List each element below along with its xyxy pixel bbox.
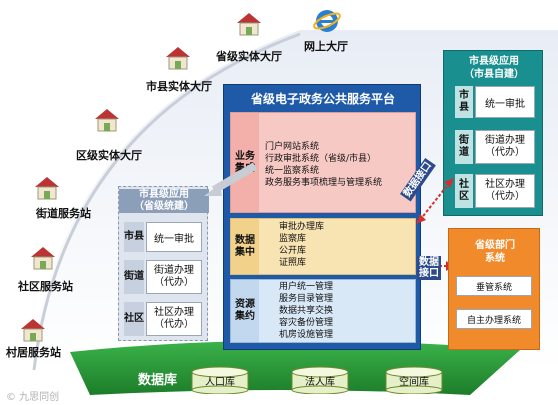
house-icon: [236, 12, 262, 36]
left-row-value: 街道办理 （代办）: [146, 260, 202, 294]
data-concentration-label: 数据集中: [231, 219, 259, 274]
left-row-label: 社区: [124, 302, 144, 336]
house-icon: [30, 246, 56, 270]
provincial-departments-title: 省级部门 系统: [475, 240, 515, 264]
database-cylinder: [191, 366, 249, 394]
resource-intensive-label: 资源集约: [231, 280, 259, 342]
system-item: 统一监察系统: [265, 166, 320, 176]
database-item: 审批办理库: [279, 222, 325, 232]
left-row-label: 市县: [124, 222, 144, 252]
system-item: 政务服务事项梳理与管理系统: [265, 178, 383, 188]
house-icon: [34, 176, 60, 200]
left-row-value: 社区办理 （代办）: [146, 302, 202, 336]
watermark: © 九思同创: [6, 392, 60, 403]
department-system: 自主办理系统: [456, 309, 532, 329]
department-system: 垂管系统: [456, 276, 532, 296]
resource-item: 容灾备份管理: [279, 318, 334, 328]
right-row-label: 市县: [455, 86, 473, 118]
house-icon: [20, 318, 46, 342]
data-concentration-items: 审批办理库 监察库 公开库 证照库: [279, 221, 409, 269]
left-row-label: 街道: [124, 260, 144, 294]
house-label-online: 网上大厅: [304, 40, 348, 53]
house-label-village: 村居服务站: [6, 346, 61, 359]
database-item: 公开库: [279, 246, 307, 256]
left-app-title: 市县级应用 （省级统建）: [119, 189, 209, 213]
database-item: 空间库: [399, 377, 429, 388]
house-label-community: 社区服务站: [18, 280, 73, 293]
resource-intensive-items: 用户统一管理 服务目录管理 数据共享交换 容灾备份管理 机房设施管理: [279, 281, 409, 341]
right-app-title: 市县级应用 （市县自建）: [464, 56, 524, 80]
resource-item: 用户统一管理: [279, 282, 334, 292]
database-label: 数据库: [138, 373, 178, 388]
house-icon: [94, 108, 120, 132]
right-row-value: 统一审批: [475, 86, 535, 118]
database-cylinder: [385, 366, 443, 394]
right-row-label: 街道: [455, 130, 473, 164]
data-concentration-section: [230, 218, 416, 275]
arc-line: [32, 32, 301, 371]
right-row-label: 社区: [455, 174, 473, 208]
ie-browser-icon: [312, 6, 342, 36]
right-row-value: 社区办理 （代办）: [475, 174, 535, 208]
resource-item: 机房设施管理: [279, 330, 334, 340]
database-item: 法人库: [305, 377, 335, 388]
data-interface-arrow-upper: [416, 178, 454, 224]
central-platform-title: 省级电子政务公共服务平台: [250, 92, 395, 106]
resource-item: 服务目录管理: [279, 294, 334, 304]
house-label-city: 市县实体大厅: [146, 80, 212, 93]
integration-arrow: [204, 162, 258, 196]
house-icon: [165, 46, 191, 70]
right-row-value: 街道办理 （代办）: [475, 130, 535, 164]
database-item: 人口库: [205, 377, 235, 388]
business-integration-items: 门户网站系统 行政审批系统（省级/市县） 统一监察系统 政务服务事项梳理与管理系…: [265, 141, 415, 189]
system-item: 行政审批系统（省级/市县）: [265, 154, 377, 164]
house-label-district: 区级实体大厅: [76, 149, 142, 162]
house-label-street: 街道服务站: [36, 207, 91, 220]
data-interface-label-lower: 数据 接口: [417, 256, 441, 280]
resource-intensive-section: [230, 279, 416, 343]
resource-item: 数据共享交换: [279, 306, 334, 316]
left-row-value: 统一审批: [146, 222, 202, 252]
business-integration-section: [230, 112, 416, 213]
database-item: 监察库: [279, 234, 307, 244]
database-item: 证照库: [279, 258, 307, 268]
database-cylinder: [291, 366, 349, 394]
house-label-province: 省级实体大厅: [216, 50, 282, 63]
system-item: 门户网站系统: [265, 142, 320, 152]
